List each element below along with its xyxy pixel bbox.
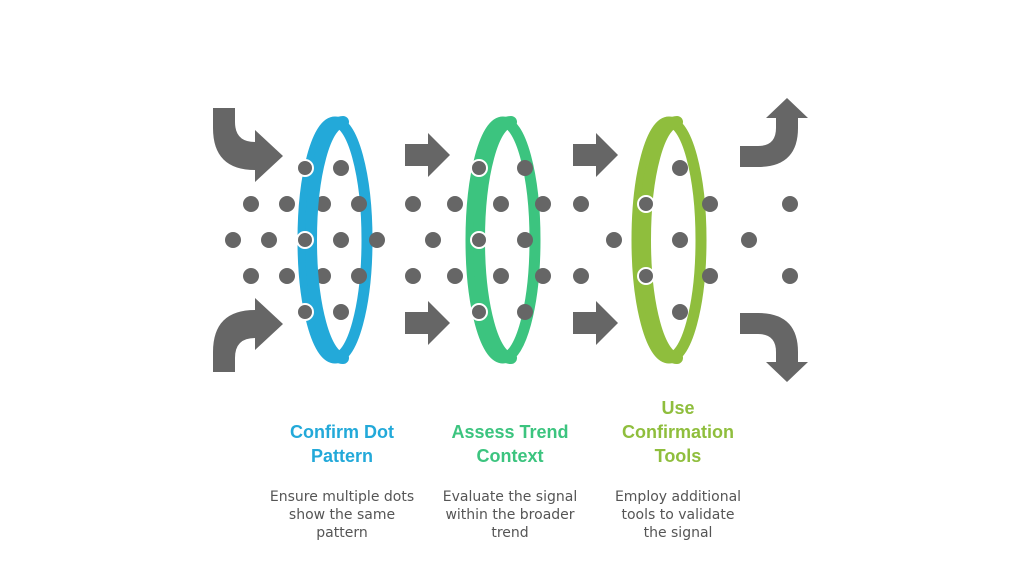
dot [782, 268, 798, 284]
dot [535, 196, 551, 212]
dot [315, 268, 331, 284]
stage-2-title: Assess Trend Context [451, 422, 569, 466]
right-arrow-icon [573, 133, 618, 177]
stage-3-title: Use Confirmation Tools [622, 398, 734, 466]
stage-3-description: Employ additional tools to validate the … [614, 489, 742, 541]
dot [702, 268, 718, 284]
stage-1-description: Ensure multiple dots show the same patte… [269, 489, 415, 541]
dot [573, 268, 589, 284]
dot [517, 304, 533, 320]
dot [425, 232, 441, 248]
dot [672, 232, 688, 248]
dot [702, 196, 718, 212]
stage-3-text: Use Confirmation Tools Employ additional… [588, 396, 768, 542]
dot [517, 160, 533, 176]
stage-1-text: Confirm Dot Pattern Ensure multiple dots… [252, 420, 432, 542]
dot [351, 196, 367, 212]
dot [493, 268, 509, 284]
dot [517, 232, 533, 248]
dot [606, 232, 622, 248]
dot [296, 231, 314, 249]
dot [447, 268, 463, 284]
dot [225, 232, 241, 248]
right-arrow-icon [405, 133, 450, 177]
dot [243, 196, 259, 212]
dot [261, 232, 277, 248]
dot [279, 268, 295, 284]
stage-1-title: Confirm Dot Pattern [290, 422, 394, 466]
ring-edge-dots [296, 159, 655, 321]
dot [672, 160, 688, 176]
dot [470, 231, 488, 249]
dot [573, 196, 589, 212]
dot [351, 268, 367, 284]
curved-arrow-icon-bottom-left [213, 298, 283, 372]
dot [405, 268, 421, 284]
dot [296, 303, 314, 321]
dot [296, 159, 314, 177]
dot [637, 195, 655, 213]
right-arrow-icon [573, 301, 618, 345]
dot [782, 196, 798, 212]
dot [333, 232, 349, 248]
dot [447, 196, 463, 212]
curved-arrow-icon-top-left [213, 108, 283, 182]
stage-2-text: Assess Trend Context Evaluate the signal… [420, 420, 600, 542]
dot [672, 304, 688, 320]
curved-arrow-icon-top-right [740, 98, 808, 167]
filter-ring-front [639, 116, 683, 364]
dot [535, 268, 551, 284]
dot [493, 196, 509, 212]
dot [741, 232, 757, 248]
dot [279, 196, 295, 212]
dot [470, 303, 488, 321]
dot [315, 196, 331, 212]
dot [333, 160, 349, 176]
stage-2-description: Evaluate the signal within the broader t… [442, 489, 578, 541]
dot [470, 159, 488, 177]
curved-arrow-icon-bottom-right [740, 313, 808, 382]
dot [637, 267, 655, 285]
dot [369, 232, 385, 248]
dot [243, 268, 259, 284]
dot [405, 196, 421, 212]
right-arrow-icon [405, 301, 450, 345]
dot [333, 304, 349, 320]
